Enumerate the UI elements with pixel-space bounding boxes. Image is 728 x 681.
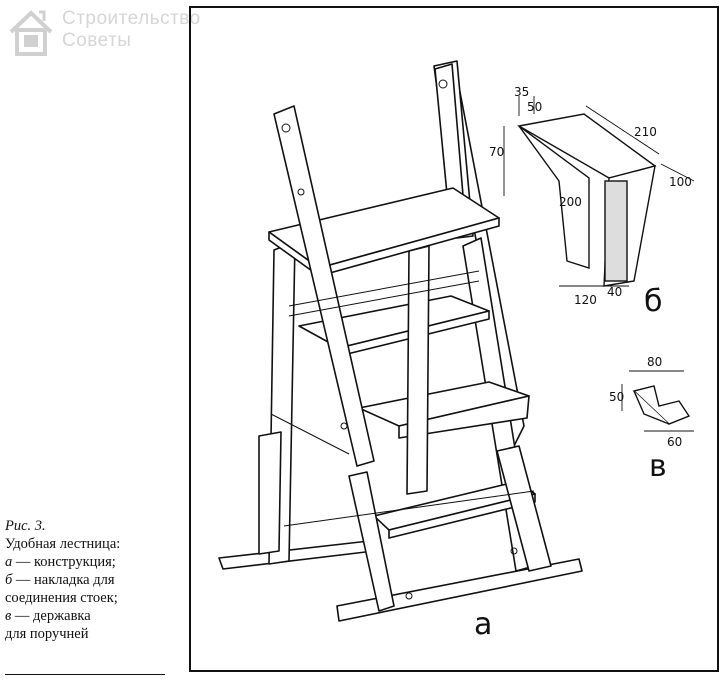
dim-70: 70 xyxy=(489,145,504,159)
dim-50: 50 xyxy=(527,100,542,114)
caption-item: в — державка xyxy=(5,608,91,624)
caption-item: а — конструкция; xyxy=(5,554,116,570)
caption-rule xyxy=(5,674,165,675)
caption-item: соединения стоек; xyxy=(5,590,118,606)
caption-title: Удобная лестница: xyxy=(5,536,121,552)
label-v: в xyxy=(649,449,667,484)
figure-caption: Рис. 3. Удобная лестница: а — конструкци… xyxy=(5,517,185,643)
dim-80: 80 xyxy=(647,355,662,369)
ladder-drawing: а 35 50 70 200 210 100 120 40 б 80 50 60… xyxy=(218,60,695,642)
front-leg-right xyxy=(496,445,552,572)
dim-35: 35 xyxy=(514,85,529,99)
detail-b xyxy=(517,113,657,287)
dim-120: 120 xyxy=(574,293,597,307)
logo-line-1: Строительство xyxy=(62,8,201,29)
base-skid-left xyxy=(218,540,375,570)
rail-left-upper xyxy=(273,105,375,467)
detail-v xyxy=(632,385,691,425)
caption-figure-number: Рис. 3. xyxy=(5,518,46,534)
logo-line-2: Советы xyxy=(62,30,132,51)
house-icon xyxy=(9,10,53,56)
caption-item: б — накладка для xyxy=(5,572,115,588)
dim-210: 210 xyxy=(634,125,657,139)
dim-200: 200 xyxy=(559,195,582,209)
rail-left-lower xyxy=(348,471,395,612)
base-skid-front xyxy=(336,558,583,622)
site-logo: Строительство Советы xyxy=(6,8,206,58)
front-leg-left xyxy=(406,245,430,495)
dim-60: 60 xyxy=(667,435,682,449)
figure-frame xyxy=(189,6,719,672)
dim-100: 100 xyxy=(669,175,692,189)
label-a: а xyxy=(474,607,492,642)
label-b: б xyxy=(644,284,663,319)
caption-item: для поручней xyxy=(5,626,89,642)
post-left-lower xyxy=(258,431,282,555)
dim-40: 40 xyxy=(607,285,622,299)
dim-50-v: 50 xyxy=(609,390,624,404)
